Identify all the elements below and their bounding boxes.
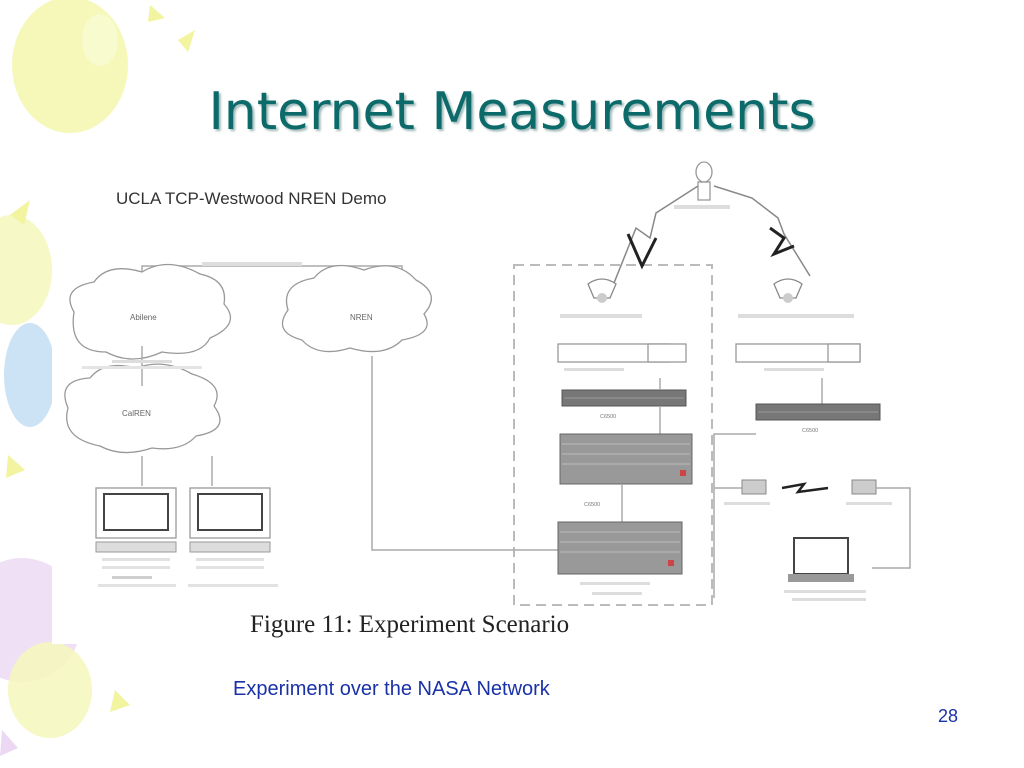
link-nren-router — [371, 356, 558, 551]
satellite-link-right — [713, 185, 811, 277]
svg-text:CalREN: CalREN — [122, 409, 151, 418]
svg-text:NREN: NREN — [350, 313, 373, 322]
laptop-icon — [784, 537, 866, 601]
svg-text:C6500: C6500 — [802, 428, 818, 434]
satellite-icon — [674, 161, 730, 209]
balloon-blue-left — [4, 323, 56, 427]
network-diagram: UCLA TCP-Westwood NREN Demo — [64, 161, 911, 638]
slide-title: Internet Measurements — [208, 82, 816, 142]
dish-right-icon — [773, 278, 803, 303]
wireless-node-left — [724, 479, 770, 505]
router-mid — [559, 433, 693, 485]
equipment-region — [513, 264, 713, 606]
lightning-bolt-right-icon — [769, 226, 795, 258]
router-bottom — [557, 521, 683, 575]
wireless-link-icon — [781, 482, 829, 494]
lightning-bolt-left-icon — [626, 233, 658, 270]
wireless-node-right — [846, 479, 892, 505]
link-right-router-down — [713, 433, 756, 598]
dish-left-icon — [587, 278, 617, 303]
cloud-calren: CalREN — [64, 363, 221, 454]
svg-text:Abilene: Abilene — [130, 313, 157, 322]
diagram-title: UCLA TCP-Westwood NREN Demo — [116, 189, 387, 208]
balloon-yellow-left — [0, 215, 52, 325]
svg-text:C6500: C6500 — [600, 414, 616, 420]
slide-caption: Experiment over the NASA Network — [233, 678, 550, 700]
page-number: 28 — [938, 706, 959, 726]
workstation-left — [95, 487, 177, 587]
satellite-link-left — [607, 185, 699, 299]
cloud-abilene: Abilene — [69, 263, 232, 360]
figure-caption: Figure 11: Experiment Scenario — [250, 611, 569, 638]
cloud-nren: NREN — [281, 264, 432, 353]
svg-text:C6500: C6500 — [584, 502, 600, 508]
figure-panel: UCLA TCP-Westwood NREN Demo — [52, 138, 936, 644]
workstation-right — [188, 487, 278, 587]
